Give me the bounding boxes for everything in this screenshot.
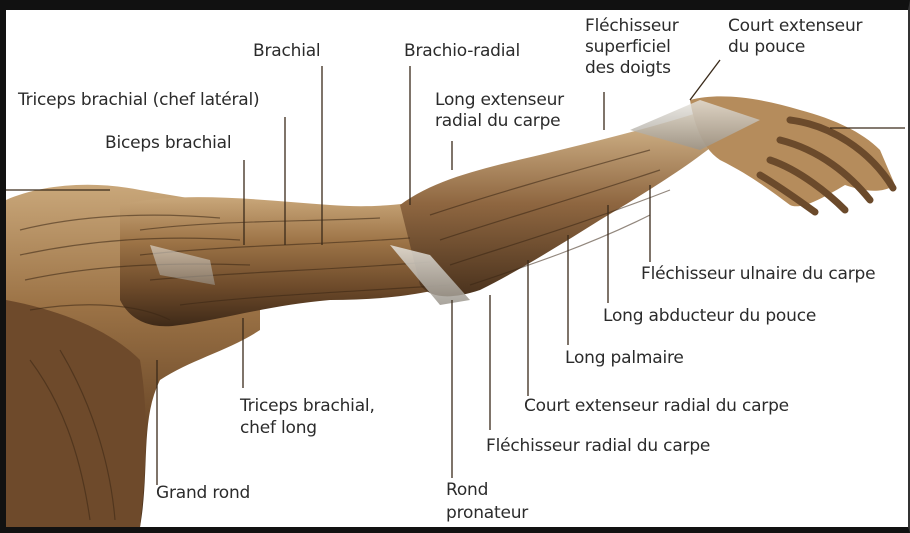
label-rond-pronateur-2: pronateur	[446, 503, 528, 524]
label-brachial: Brachial	[253, 41, 320, 62]
label-brachio-radial: Brachio-radial	[404, 41, 520, 62]
label-triceps-long-2: chef long	[240, 418, 317, 439]
label-grand-rond: Grand rond	[156, 483, 250, 504]
label-flechisseur-superficiel-2: superficiel	[585, 37, 671, 58]
label-long-abducteur-pouce: Long abducteur du pouce	[603, 306, 816, 327]
label-triceps-long-1: Triceps brachial,	[240, 396, 375, 417]
label-flechisseur-ulnaire: Fléchisseur ulnaire du carpe	[641, 264, 875, 285]
label-triceps-lateral: Triceps brachial (chef latéral)	[18, 90, 259, 111]
label-flechisseur-radial: Fléchisseur radial du carpe	[486, 436, 710, 457]
label-biceps-brachial: Biceps brachial	[105, 133, 231, 154]
leader-court-extenseur-pouce	[690, 60, 720, 100]
label-long-extenseur-radial-2: radial du carpe	[435, 111, 560, 132]
label-court-extenseur-pouce-1: Court extenseur	[728, 16, 862, 37]
label-long-palmaire: Long palmaire	[565, 348, 684, 369]
label-rond-pronateur-1: Rond	[446, 480, 488, 501]
label-flechisseur-superficiel-3: des doigts	[585, 58, 671, 79]
label-long-extenseur-radial-1: Long extenseur	[435, 90, 564, 111]
label-flechisseur-superficiel-1: Fléchisseur	[585, 16, 679, 37]
label-court-extenseur-pouce-2: du pouce	[728, 37, 805, 58]
label-court-extenseur-radial: Court extenseur radial du carpe	[524, 396, 789, 417]
